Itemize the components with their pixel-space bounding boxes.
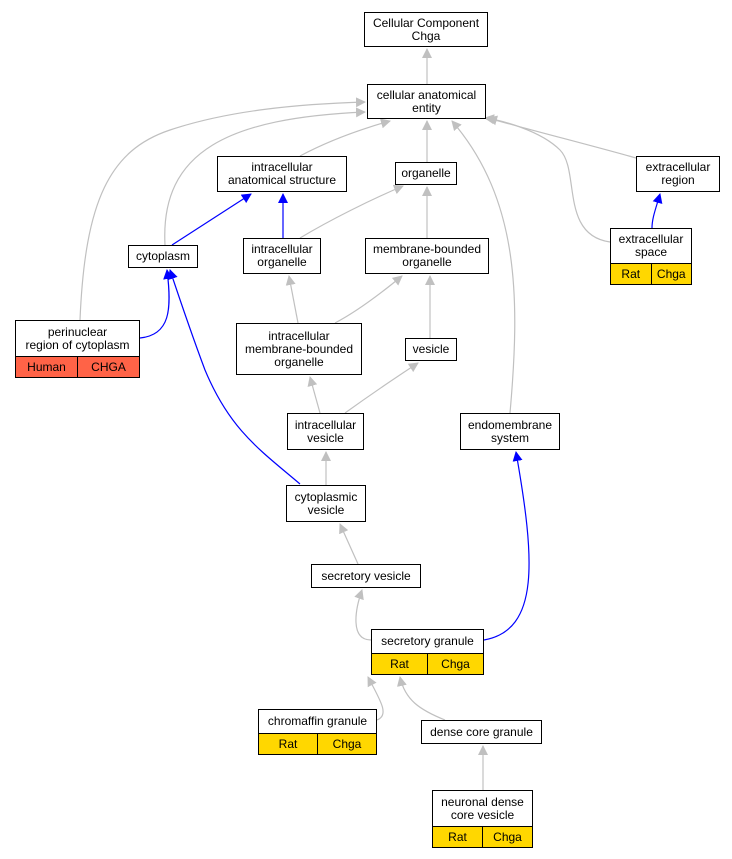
node-label: extracellular space [618,232,684,259]
node-label: endomembrane system [467,417,553,445]
node-secretory-granule[interactable]: secretory granule Rat Chga [371,629,484,675]
edge-cg-to-sg [367,676,384,721]
node-label: chromaffin granule [267,714,368,728]
node-label: organelle [401,166,451,180]
node-intracellular-anatomical-structure[interactable]: intracellular anatomical structure [217,156,347,192]
edge-ems-to-cae [451,120,516,414]
node-label: membrane-bounded organelle [372,242,482,269]
node-cellular-anatomical-entity[interactable]: cellular anatomical entity [367,84,486,119]
edge-sg-to-sv [354,589,372,641]
edge-perinuc-to-cytoplasm [139,269,174,339]
node-label: perinuclear region of cytoplasm [25,324,130,352]
node-perinuclear-region-of-cytoplasm[interactable]: perinuclear region of cytoplasm Human CH… [15,320,140,378]
node-label: intracellular vesicle [294,417,357,445]
node-label: cytoplasmic vesicle [294,489,358,517]
node-intracellular-organelle[interactable]: intracellular organelle [243,238,321,274]
annotation-row: Rat Chga [433,826,532,847]
node-secretory-vesicle[interactable]: secretory vesicle [311,564,421,588]
node-label: secretory granule [381,634,474,648]
edge-sg-to-ems [483,451,530,641]
node-extracellular-space[interactable]: extracellular space Rat Chga [610,228,692,285]
node-label: cytoplasm [135,249,191,263]
gene-cell: Chga [650,264,691,284]
annotation-row: Rat Chga [259,733,376,754]
edge-ias-to-cae [299,118,391,157]
node-cytoplasmic-vesicle[interactable]: cytoplasmic vesicle [286,485,366,522]
species-cell: Rat [611,264,651,284]
gene-cell: Chga [317,734,376,754]
node-label: Cellular Component Chga [372,15,480,43]
edge-cytoplasm-to-ias [171,193,252,246]
species-cell: Rat [372,654,427,674]
node-cytoplasm[interactable]: cytoplasm [128,245,198,268]
gene-cell: CHGA [77,357,139,377]
edge-imbo-to-io [285,275,299,324]
edge-iv-to-vesicle [344,362,419,414]
edge-cytoplasm-to-cae [164,107,366,246]
node-label: intracellular membrane-bounded organelle [244,328,354,369]
node-neuronal-dense-core-vesicle[interactable]: neuronal dense core vesicle Rat Chga [432,790,533,848]
edge-sv-to-cv [339,523,359,565]
node-label: intracellular anatomical structure [227,160,337,187]
node-chromaffin-granule[interactable]: chromaffin granule Rat Chga [258,709,377,755]
node-label: secretory vesicle [321,568,411,583]
node-label: intracellular organelle [251,242,313,269]
node-label: dense core granule [430,724,533,739]
annotation-row: Rat Chga [611,263,691,284]
edge-ecs-to-cae [484,114,611,243]
edge-cv-to-cytoplasm [168,269,301,485]
node-vesicle[interactable]: vesicle [405,338,457,361]
gene-cell: Chga [427,654,483,674]
node-dense-core-granule[interactable]: dense core granule [421,720,542,744]
node-label: neuronal dense core vesicle [441,794,524,822]
node-extracellular-region[interactable]: extracellular region [636,156,720,192]
species-cell: Rat [433,827,482,847]
node-intracellular-vesicle[interactable]: intracellular vesicle [287,413,364,450]
node-cellular-component[interactable]: Cellular Component Chga [364,12,488,47]
edge-perinuc-to-cae [79,97,366,321]
node-label: extracellular region [645,160,711,187]
edge-imbo-to-mbo [334,275,403,324]
node-organelle[interactable]: organelle [395,162,457,185]
node-intracellular-membrane-bounded-organelle[interactable]: intracellular membrane-bounded organelle [236,323,362,375]
species-cell: Rat [259,734,317,754]
node-label: vesicle [412,342,450,356]
annotation-row: Rat Chga [372,653,483,674]
species-cell: Human [16,357,77,377]
edge-ecs-to-ecr [651,193,663,229]
edge-io-to-organelle [299,184,404,239]
edge-dcg-to-sg [397,676,446,721]
node-label: cellular anatomical entity [376,87,477,115]
edge-iv-to-imbo [307,376,321,414]
gene-cell: Chga [482,827,532,847]
annotation-row: Human CHGA [16,356,139,377]
node-membrane-bounded-organelle[interactable]: membrane-bounded organelle [365,238,489,274]
node-endomembrane-system[interactable]: endomembrane system [460,413,560,450]
